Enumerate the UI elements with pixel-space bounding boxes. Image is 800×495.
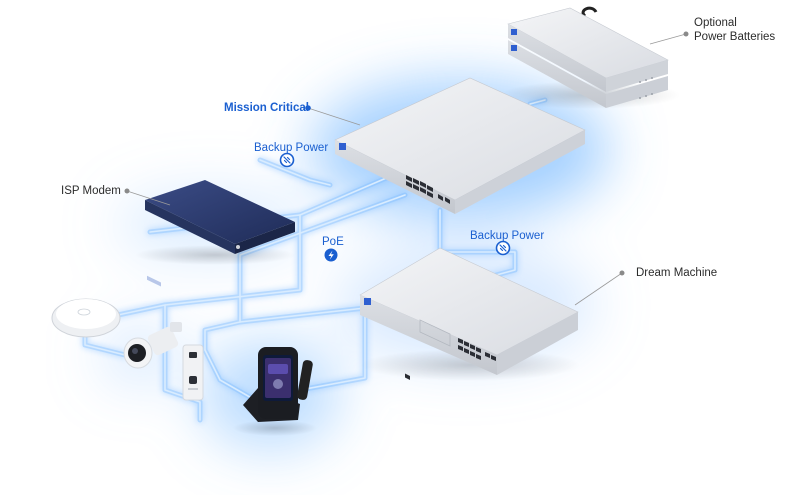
desk-phone-device [233, 347, 317, 436]
isp-modem-device [135, 180, 295, 287]
dream-machine-device [359, 247, 580, 381]
poe-label: PoE [322, 236, 344, 248]
camera-device [123, 322, 182, 369]
power-batteries-device [500, 6, 680, 109]
dream-machine-label: Dream Machine [636, 267, 718, 279]
power-plug-icon [279, 152, 295, 168]
access-point-device [51, 298, 121, 338]
backup-power-right-label: Backup Power [470, 230, 545, 242]
lightning-bolt-icon [324, 248, 338, 262]
power-plug-icon [495, 240, 511, 256]
mission-critical-switch [334, 77, 586, 380]
optional-power-batteries-label-line2: Power Batteries [694, 31, 776, 43]
mission-critical-label: Mission Critical [224, 102, 309, 114]
optional-power-batteries-label: Optional Power Batteries [694, 16, 775, 44]
leader-dots [124, 31, 689, 276]
optional-power-batteries-label-line1: Optional [694, 17, 737, 29]
isp-modem-label: ISP Modem [61, 185, 121, 197]
leader-lines [126, 33, 687, 306]
access-reader-device [182, 344, 204, 401]
backup-power-top-label: Backup Power [254, 142, 329, 154]
